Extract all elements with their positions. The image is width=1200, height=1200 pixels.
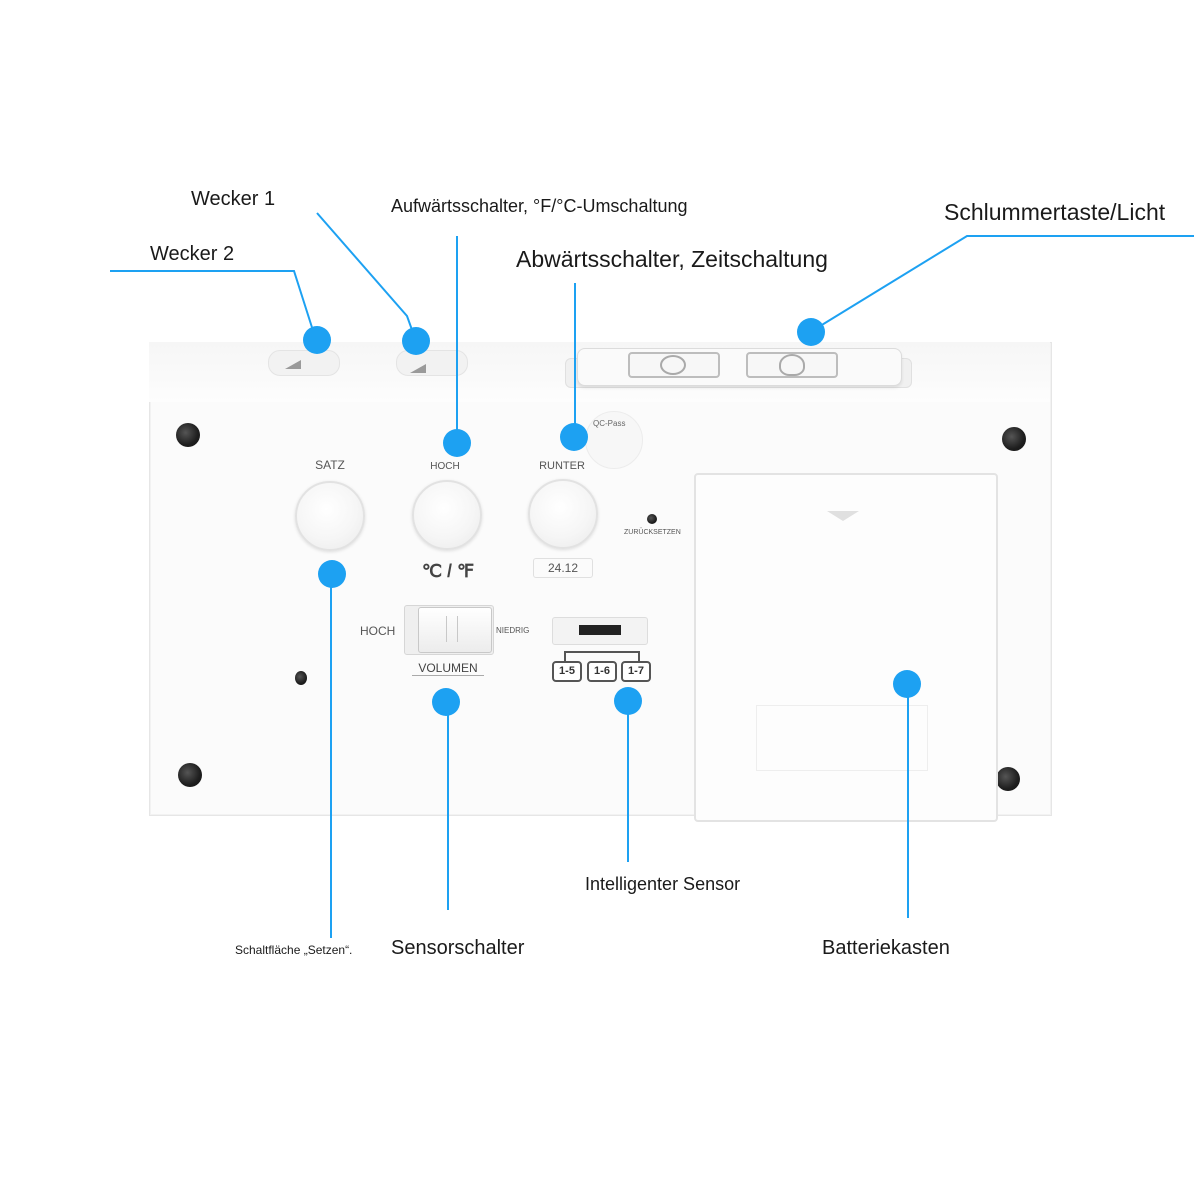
label-down-switch: Abwärtsschalter, Zeitschaltung	[516, 246, 828, 272]
mode-bracket	[564, 651, 640, 661]
volume-label: VOLUMEN	[412, 661, 484, 676]
down-button[interactable]	[528, 479, 598, 549]
snooze-face-icon	[660, 355, 686, 375]
callout-dot-smart-sensor	[614, 687, 642, 715]
label-sensor-switch: Sensorschalter	[391, 937, 525, 959]
label-set-button: Schaltfläche „Setzen“.	[235, 943, 353, 957]
up-button-label: HOCH	[430, 461, 460, 472]
screw-hole-top-left	[176, 423, 200, 447]
callout-dot-sensor-switch	[432, 688, 460, 716]
callout-dot-alarm1	[402, 327, 430, 355]
label-alarm2: Wecker 2	[150, 243, 235, 265]
callout-dot-down	[560, 423, 588, 451]
qc-pass-label: QC-Pass	[593, 419, 626, 428]
volume-high-label: HOCH	[360, 624, 396, 638]
screw-hole-bottom-left	[178, 763, 202, 787]
label-snooze: Schlummertaste/Licht	[944, 199, 1166, 225]
screw-hole-top-right	[1002, 427, 1026, 451]
label-smart-sensor: Intelligenter Sensor	[585, 874, 741, 894]
set-button-label: SATZ	[315, 458, 345, 472]
callout-line-alarm1	[316, 212, 417, 342]
callout-dot-snooze	[797, 318, 825, 346]
screw-hole-bottom-right	[996, 767, 1020, 791]
down-button-label: RUNTER	[539, 460, 585, 472]
mode-switch-knob[interactable]	[579, 625, 621, 635]
volume-knob-grip	[446, 616, 458, 642]
battery-lid[interactable]	[694, 473, 998, 822]
reset-label: ZURÜCKSETZEN	[624, 529, 681, 536]
battery-lid-label-area	[756, 705, 928, 771]
label-battery-box: Batteriekasten	[822, 937, 950, 959]
mode-option: 1-6	[587, 661, 617, 682]
temp-unit-label: ℃ / ℉	[421, 561, 475, 581]
callout-dot-up	[443, 429, 471, 457]
alarm1-arrow-icon	[410, 364, 426, 373]
mic-hole	[295, 671, 307, 685]
date-format-label: 24.12	[533, 558, 593, 578]
reset-hole[interactable]	[647, 514, 657, 524]
callout-line-alarm2	[110, 270, 317, 341]
light-bulb-icon	[779, 354, 805, 376]
callout-dot-alarm2	[303, 326, 331, 354]
set-button[interactable]	[295, 481, 365, 551]
label-up-switch: Aufwärtsschalter, °F/°C-Umschaltung	[391, 196, 688, 216]
label-alarm1: Wecker 1	[191, 188, 276, 210]
qc-pass-sticker	[585, 411, 643, 469]
alarm2-arrow-icon	[285, 360, 301, 369]
callout-dot-battery	[893, 670, 921, 698]
alarm2-key[interactable]	[268, 350, 340, 376]
callout-dot-set	[318, 560, 346, 588]
battery-lid-arrow-icon	[827, 511, 859, 521]
mode-option: 1-7	[621, 661, 651, 682]
mode-option: 1-5	[552, 661, 582, 682]
volume-slider-knob[interactable]	[418, 607, 492, 653]
volume-low-label: NIEDRIG	[496, 626, 530, 635]
up-button[interactable]	[412, 480, 482, 550]
callout-line-snooze	[811, 235, 1194, 332]
